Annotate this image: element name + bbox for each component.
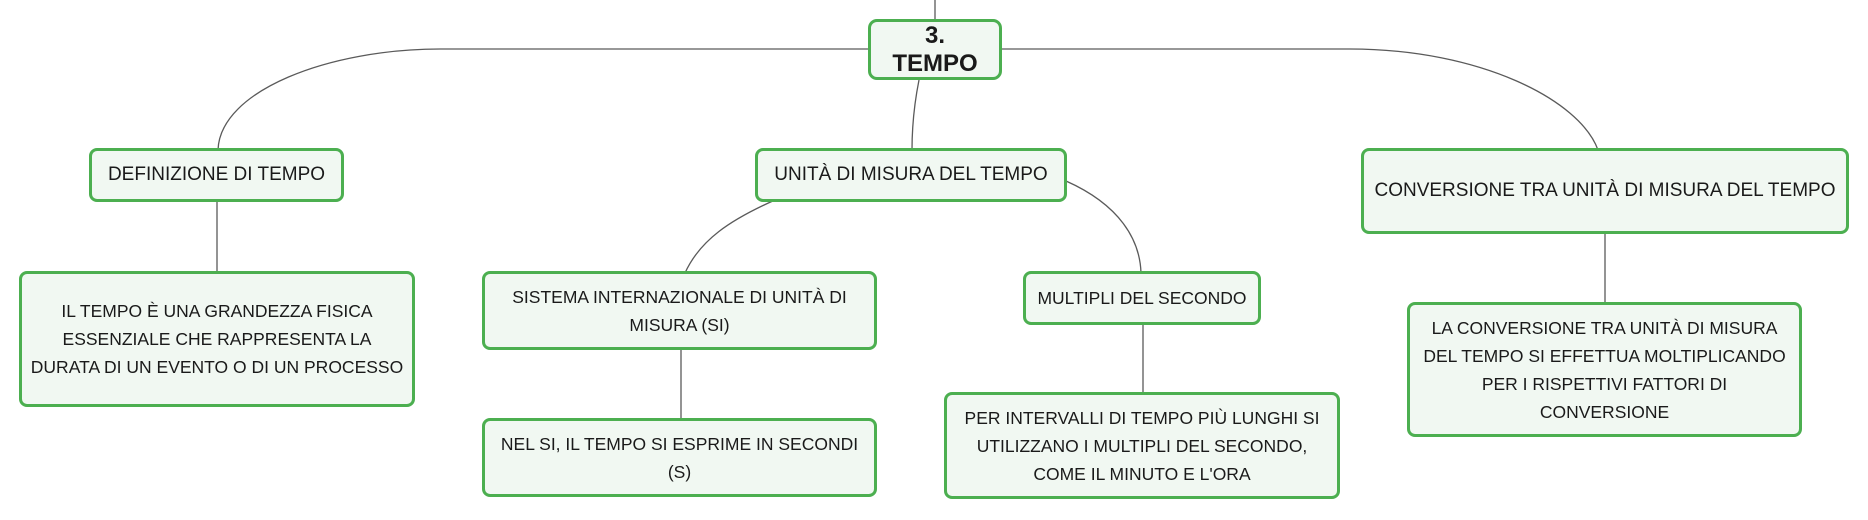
si-node-label: SISTEMA INTERNAZIONALE DI UNITÀ DI MISUR…	[512, 286, 847, 335]
connector-unita-to-multipli	[1065, 180, 1142, 274]
connector-root-to-unita	[911, 79, 920, 151]
branch-unita-label: UNITÀ DI MISURA DEL TEMPO	[774, 164, 1048, 185]
branch-definizione-di-tempo[interactable]: DEFINIZIONE DI TEMPO	[89, 148, 344, 202]
connector-root-to-conversione	[1001, 48, 1599, 151]
si-detail-text: NEL SI, IL TEMPO SI ESPRIME IN SECONDI (…	[500, 433, 859, 482]
multipli-node[interactable]: MULTIPLI DEL SECONDO	[1023, 271, 1261, 325]
multipli-node-label: MULTIPLI DEL SECONDO	[1037, 288, 1247, 308]
branch-unita-di-misura[interactable]: UNITÀ DI MISURA DEL TEMPO	[755, 148, 1067, 202]
definizione-detail-node[interactable]: IL TEMPO È UNA GRANDEZZA FISICA ESSENZIA…	[19, 271, 415, 407]
root-node-label: 3. TEMPO	[892, 21, 978, 77]
branch-definizione-label: DEFINIZIONE DI TEMPO	[107, 164, 326, 185]
si-detail-node[interactable]: NEL SI, IL TEMPO SI ESPRIME IN SECONDI (…	[482, 418, 877, 497]
multipli-detail-text: PER INTERVALLI DI TEMPO PIÙ LUNGHI SI UT…	[964, 407, 1320, 484]
root-node-tempo[interactable]: 3. TEMPO	[868, 19, 1002, 80]
definizione-detail-text: IL TEMPO È UNA GRANDEZZA FISICA ESSENZIA…	[30, 301, 404, 377]
branch-conversione-label: CONVERSIONE TRA UNITÀ DI MISURA DEL TEMP…	[1374, 180, 1836, 201]
multipli-detail-node[interactable]: PER INTERVALLI DI TEMPO PIÙ LUNGHI SI UT…	[944, 392, 1340, 499]
conversione-detail-node[interactable]: LA CONVERSIONE TRA UNITÀ DI MISURA DEL T…	[1407, 302, 1802, 437]
branch-conversione[interactable]: CONVERSIONE TRA UNITÀ DI MISURA DEL TEMP…	[1361, 148, 1849, 234]
si-node[interactable]: SISTEMA INTERNAZIONALE DI UNITÀ DI MISUR…	[482, 271, 877, 350]
connector-unita-to-si	[684, 199, 776, 274]
connector-root-to-definizione	[217, 48, 870, 151]
conversione-detail-text: LA CONVERSIONE TRA UNITÀ DI MISURA DEL T…	[1423, 317, 1786, 422]
